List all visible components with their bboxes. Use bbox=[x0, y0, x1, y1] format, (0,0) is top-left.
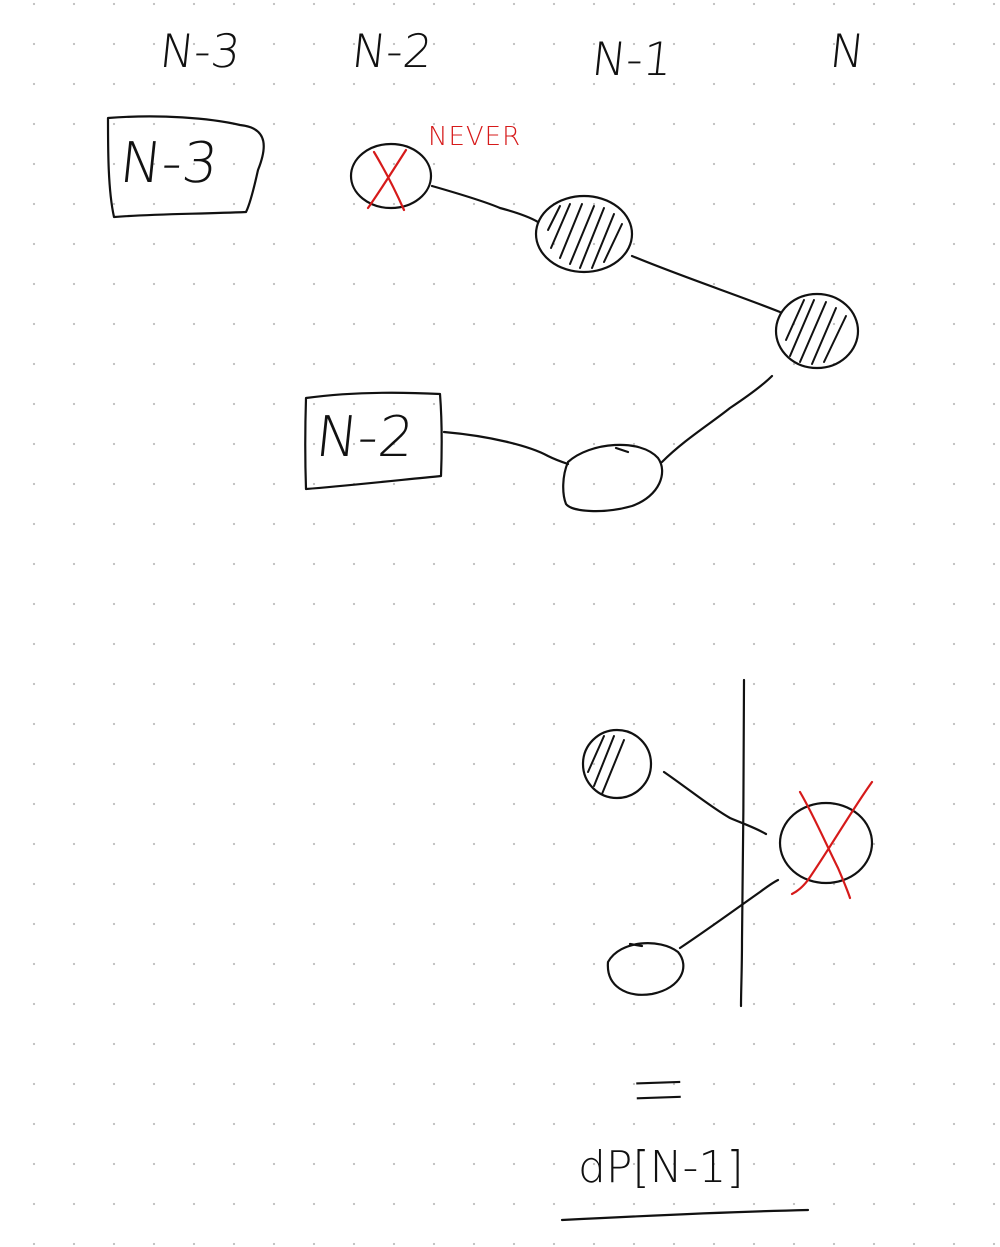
box-n-minus-3-outline bbox=[106, 115, 265, 219]
node-shaded-n bbox=[774, 292, 860, 370]
node-shaded-n-minus-1 bbox=[534, 194, 634, 274]
node-shaded-n-hatching bbox=[785, 299, 847, 365]
node-crossed-x-mark bbox=[366, 148, 408, 212]
edge-box-to-plain-node bbox=[442, 430, 570, 466]
node-plain-lower-left bbox=[606, 942, 685, 996]
box-n-minus-2-outline bbox=[304, 391, 443, 491]
equals-sign: || bbox=[635, 1074, 688, 1106]
node-crossed-n-minus-2 bbox=[349, 142, 433, 210]
node-shaded-lower-left-hatching bbox=[587, 735, 625, 795]
edge-plain-node-to-shaded-n bbox=[660, 374, 774, 464]
node-shaded-lower-left bbox=[581, 728, 653, 800]
node-crossed-lower-right bbox=[778, 801, 874, 885]
edge-shaded-to-crossed-lower bbox=[662, 770, 768, 836]
node-plain-n-minus-1 bbox=[562, 443, 664, 513]
box-n-minus-3-label: N-3 bbox=[116, 131, 222, 196]
edge-plain-to-crossed-lower bbox=[678, 878, 780, 950]
never-annotation: NEVER bbox=[428, 122, 522, 152]
edge-crossed-to-shaded-upper bbox=[430, 184, 540, 224]
box-n-minus-2-label: N-2 bbox=[312, 405, 418, 470]
dp-result-label: dP[N-1] bbox=[578, 1142, 744, 1193]
edge-shaded-to-shaded bbox=[630, 254, 782, 314]
cut-line bbox=[739, 678, 746, 1008]
result-underline bbox=[560, 1208, 810, 1222]
node-shaded-n-minus-1-hatching bbox=[547, 203, 623, 269]
node-crossed-lower-right-x-mark bbox=[790, 780, 874, 900]
